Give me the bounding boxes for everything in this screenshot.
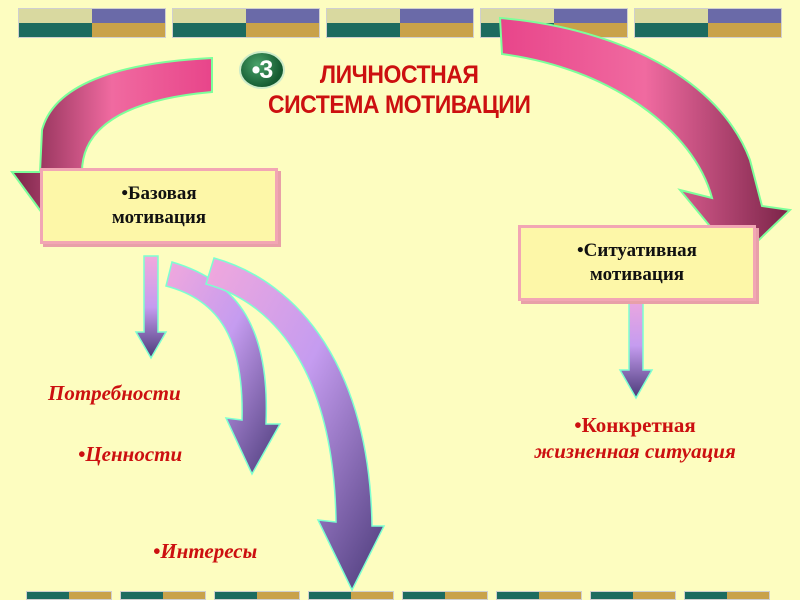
section-number-badge: •3 xyxy=(239,51,285,89)
values-label: •Ценности xyxy=(78,442,183,466)
title-line-1: ЛИЧНОСТНАЯ xyxy=(319,61,479,89)
decoration-segment xyxy=(400,9,473,23)
concrete-situation-line-1: •Конкретная xyxy=(574,413,696,437)
base-motivation-line-1: •Базовая xyxy=(121,183,197,204)
decoration-segment xyxy=(69,592,111,599)
decoration-tile xyxy=(18,8,166,38)
situational-motivation-line-2: мотивация xyxy=(589,264,685,285)
decoration-segment xyxy=(351,592,393,599)
decoration-segment xyxy=(633,592,675,599)
concrete-situation-line-2: жизненная ситуация xyxy=(534,439,736,463)
decoration-segment xyxy=(327,23,400,37)
decoration-segment xyxy=(539,592,581,599)
decoration-segment xyxy=(27,592,69,599)
concrete-situation-label: •Конкретная жизненная ситуация xyxy=(500,412,770,464)
decoration-segment xyxy=(246,9,319,23)
decoration-segment xyxy=(708,23,781,37)
interests-label: •Интересы xyxy=(153,539,258,563)
base-motivation-box: •Базовая мотивация xyxy=(40,168,278,244)
decoration-segment xyxy=(497,592,539,599)
decoration-segment xyxy=(92,23,165,37)
decoration-segment xyxy=(309,592,351,599)
decoration-segment xyxy=(246,23,319,37)
curved-arrow-right xyxy=(498,16,793,262)
curved-arrow-values xyxy=(165,261,282,476)
decoration-segment xyxy=(327,9,400,23)
decoration-segment xyxy=(121,592,163,599)
diagram-title: ЛИЧНОСТНАЯ СИСТЕМА МОТИВАЦИИ xyxy=(252,60,546,120)
decoration-segment xyxy=(173,9,246,23)
decoration-tile xyxy=(326,8,474,38)
decoration-segment xyxy=(163,592,205,599)
decoration-segment xyxy=(445,592,487,599)
needs-label: Потребности xyxy=(48,381,181,405)
decoration-segment xyxy=(554,9,627,23)
decoration-segment xyxy=(403,592,445,599)
title-line-2: СИСТЕМА МОТИВАЦИИ xyxy=(267,91,531,119)
base-motivation-line-2: мотивация xyxy=(111,207,207,228)
situational-motivation-line-1: •Ситуативная xyxy=(577,240,697,261)
decoration-segment xyxy=(685,592,727,599)
decoration-segment xyxy=(215,592,257,599)
decoration-segment xyxy=(635,23,708,37)
curved-arrow-interests xyxy=(205,257,386,592)
decoration-segment xyxy=(173,23,246,37)
situational-motivation-box: •Ситуативная мотивация xyxy=(518,225,756,301)
decoration-segment xyxy=(591,592,633,599)
decoration-tile xyxy=(172,8,320,38)
arrow-down-needs xyxy=(134,255,168,360)
decoration-segment xyxy=(708,9,781,23)
decoration-segment xyxy=(92,9,165,23)
decoration-segment xyxy=(400,23,473,37)
arrow-down-concrete xyxy=(618,292,654,400)
decoration-segment xyxy=(635,9,708,23)
decoration-tile xyxy=(634,8,782,38)
decoration-segment xyxy=(727,592,769,599)
top-decoration-bar xyxy=(0,8,800,38)
decoration-segment xyxy=(257,592,299,599)
decoration-segment xyxy=(19,9,92,23)
decoration-segment xyxy=(19,23,92,37)
